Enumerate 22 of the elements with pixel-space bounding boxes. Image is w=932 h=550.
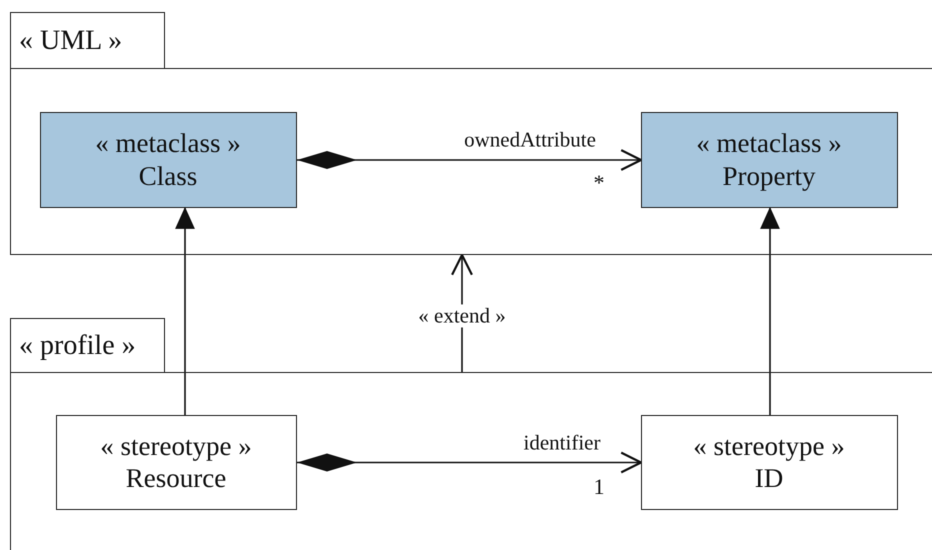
stereotype-text: « metaclass »: [95, 127, 241, 160]
multiplicity: 1: [594, 474, 604, 500]
stereotype-text: « metaclass »: [696, 127, 842, 160]
stereotype-box: [640, 414, 898, 510]
class-name: Property: [722, 160, 816, 192]
multiplicity: *: [594, 170, 604, 196]
package-name: « profile »: [19, 330, 136, 362]
stereotype-text: « stereotype »: [100, 430, 252, 462]
composition-arrow: [297, 149, 642, 171]
stereotype-text: « stereotype »: [693, 430, 845, 462]
metaclass-box: [40, 112, 296, 208]
class-name: Class: [138, 160, 198, 192]
composition-arrow: [297, 452, 642, 474]
stereotype-box: [56, 414, 296, 510]
extension-arrow: [760, 206, 780, 415]
metaclass-box: [640, 112, 898, 208]
class-name: ID: [754, 462, 784, 494]
package-name: « UML »: [19, 25, 122, 57]
package-frame: [10, 372, 932, 550]
extension-arrow: [175, 206, 195, 415]
package-frame: [10, 68, 932, 255]
class-name: Resource: [126, 462, 226, 494]
